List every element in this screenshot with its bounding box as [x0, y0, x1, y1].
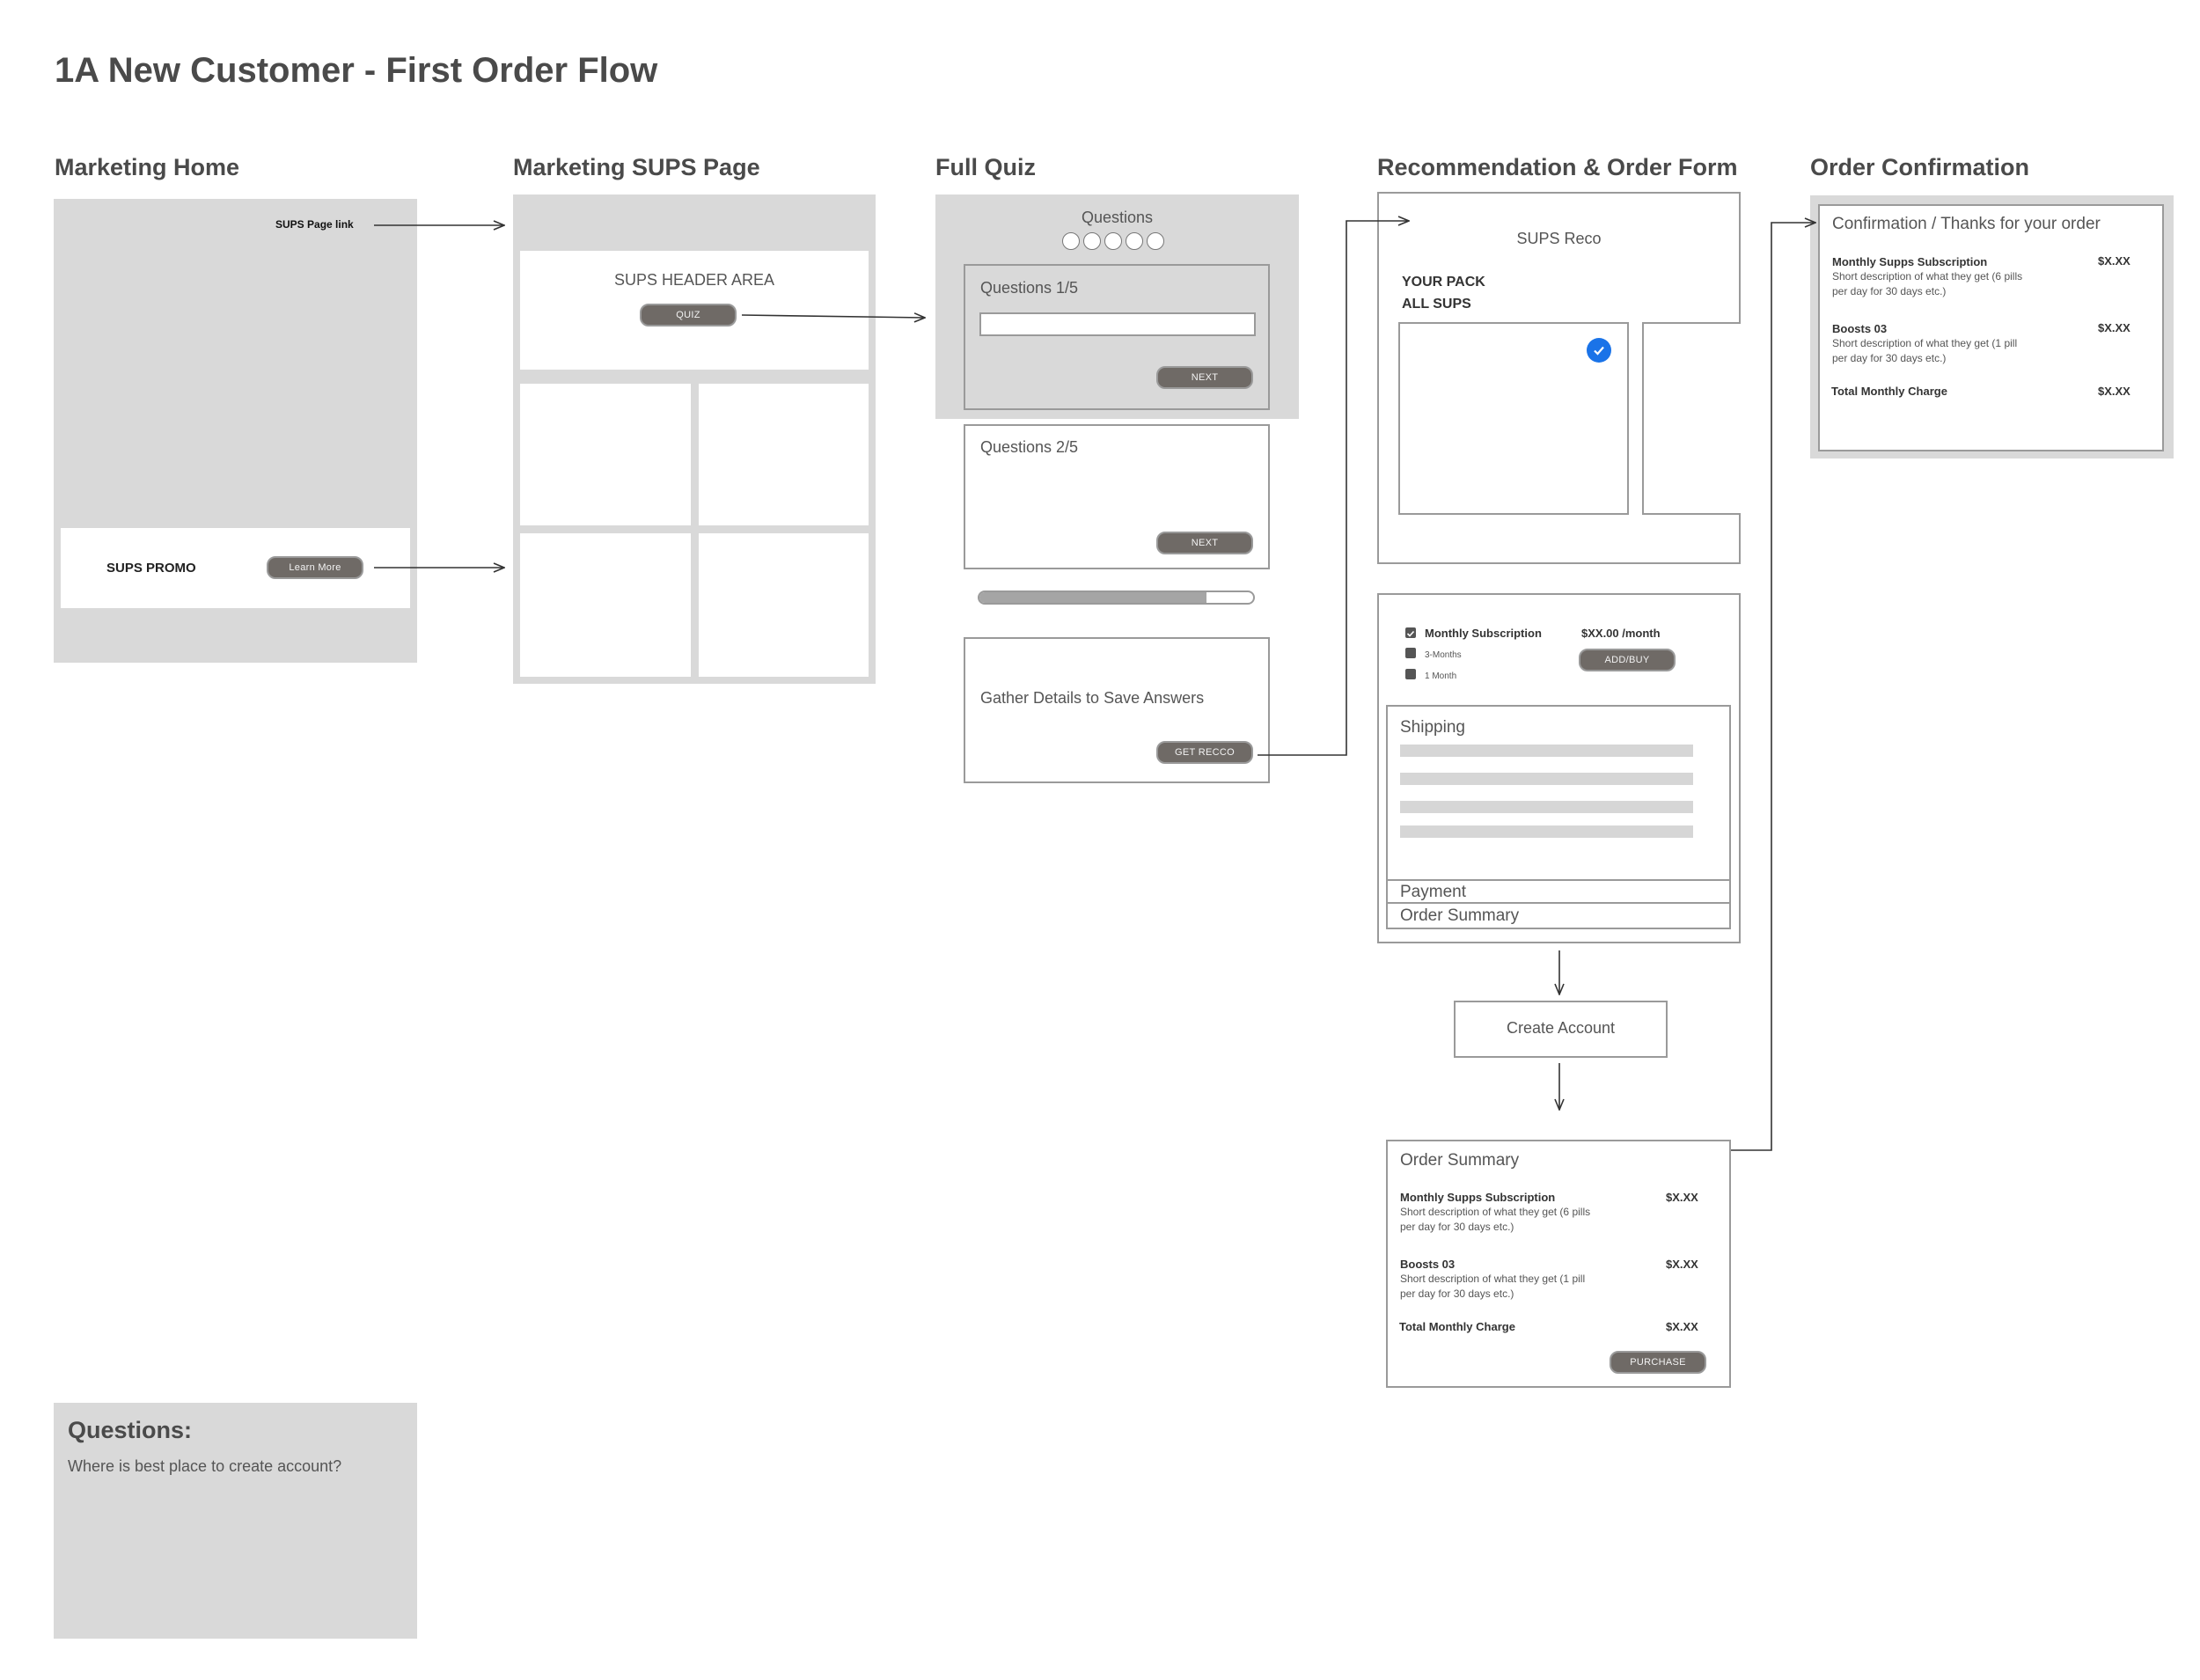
column-title-recommendation: Recommendation & Order Form — [1377, 154, 1738, 180]
progress-dot — [1062, 232, 1080, 250]
checkmark-icon — [1587, 338, 1611, 363]
shipping-field[interactable] — [1400, 773, 1693, 785]
summary-item1-price: $X.XX — [1666, 1191, 1698, 1204]
summary-item2-desc: Short description of what they get (1 pi… — [1400, 1273, 1586, 1285]
gather-details-label: Gather Details to Save Answers — [980, 689, 1205, 707]
page-title: 1A New Customer - First Order Flow — [55, 51, 658, 90]
content-tile — [699, 533, 869, 677]
question-1-input[interactable] — [979, 312, 1256, 336]
arrow-summary-to-confirmation — [1731, 223, 1815, 1151]
checkbox-checked-icon[interactable] — [1405, 627, 1416, 638]
order-summary-label: Order Summary — [1400, 906, 1520, 925]
sups-promo-label: SUPS PROMO — [106, 561, 196, 576]
shipping-field[interactable] — [1400, 801, 1693, 813]
reco-title: SUPS Reco — [1516, 230, 1602, 247]
order-summary-screen — [1386, 1140, 1731, 1388]
price-label: $XX.00 /month — [1581, 627, 1661, 640]
quiz-progress-dots — [1062, 232, 1177, 252]
confirm-item1-name: Monthly Supps Subscription — [1832, 255, 1988, 268]
column-title-confirmation: Order Confirmation — [1810, 154, 2030, 180]
column-title-marketing-home: Marketing Home — [55, 154, 240, 180]
confirm-item1-desc: per day for 30 days etc.) — [1832, 285, 1947, 297]
checkbox-icon[interactable] — [1405, 669, 1416, 679]
sups-header-label: SUPS HEADER AREA — [613, 271, 775, 289]
quiz-progress-fill — [979, 592, 1207, 603]
notes-text: Where is best place to create account? — [68, 1457, 342, 1475]
progress-dot — [1083, 232, 1101, 250]
content-tile — [699, 384, 869, 525]
shipping-section — [1386, 705, 1731, 881]
payment-label: Payment — [1400, 883, 1466, 901]
learn-more-button[interactable]: Learn More — [267, 556, 363, 579]
confirm-total-price: $X.XX — [2098, 385, 2130, 398]
get-recco-button[interactable]: GET RECCO — [1156, 741, 1253, 764]
confirmation-title: Confirmation / Thanks for your order — [1832, 215, 2101, 233]
content-tile — [520, 533, 691, 677]
summary-item2-price: $X.XX — [1666, 1258, 1698, 1271]
confirmation-card — [1818, 204, 2164, 451]
column-title-marketing-sups: Marketing SUPS Page — [513, 154, 760, 180]
purchase-button[interactable]: PURCHASE — [1610, 1351, 1706, 1374]
next-button[interactable]: NEXT — [1156, 532, 1253, 554]
checkbox-icon[interactable] — [1405, 648, 1416, 658]
sups-page-link[interactable]: SUPS Page link — [275, 218, 354, 231]
arrow-quiz-to-full-quiz — [741, 315, 925, 318]
confirm-item1-price: $X.XX — [2098, 254, 2130, 268]
summary-item1-name: Monthly Supps Subscription — [1400, 1191, 1556, 1204]
quiz-button[interactable]: QUIZ — [640, 304, 737, 326]
confirm-item1-desc: Short description of what they get (6 pi… — [1832, 270, 2023, 282]
order-summary-section[interactable] — [1386, 902, 1731, 929]
column-title-full-quiz: Full Quiz — [935, 154, 1036, 180]
pack-card[interactable] — [1642, 322, 1741, 515]
notes-panel — [54, 1403, 417, 1639]
arrow-recco-to-reco — [1258, 221, 1409, 756]
summary-item2-desc: per day for 30 days etc.) — [1400, 1288, 1514, 1300]
confirm-total-label: Total Monthly Charge — [1831, 385, 1947, 398]
question-2-label: Questions 2/5 — [980, 438, 1079, 456]
all-sups-label: ALL SUPS — [1402, 297, 1471, 312]
confirm-item2-name: Boosts 03 — [1832, 322, 1888, 335]
your-pack-label: YOUR PACK — [1402, 275, 1485, 290]
quiz-progress-bar — [978, 591, 1255, 605]
summary-item1-desc: per day for 30 days etc.) — [1400, 1221, 1514, 1233]
add-buy-button[interactable]: ADD/BUY — [1579, 649, 1676, 671]
order-summary-title: Order Summary — [1400, 1151, 1520, 1170]
progress-dot — [1104, 232, 1122, 250]
questions-label: Questions — [1081, 209, 1154, 226]
progress-dot — [1126, 232, 1143, 250]
create-account-label: Create Account — [1506, 1019, 1616, 1037]
summary-total-price: $X.XX — [1666, 1320, 1698, 1333]
progress-dot — [1147, 232, 1164, 250]
shipping-label: Shipping — [1400, 718, 1465, 737]
next-button[interactable]: NEXT — [1156, 366, 1253, 389]
summary-item2-name: Boosts 03 — [1400, 1258, 1456, 1271]
confirm-item2-desc: per day for 30 days etc.) — [1832, 352, 1947, 364]
confirm-item2-desc: Short description of what they get (1 pi… — [1832, 337, 2018, 349]
confirm-item2-price: $X.XX — [2098, 321, 2130, 334]
one-month-label: 1 Month — [1425, 671, 1457, 681]
shipping-field[interactable] — [1400, 825, 1693, 838]
question-1-label: Questions 1/5 — [980, 279, 1079, 297]
summary-total-label: Total Monthly Charge — [1399, 1320, 1515, 1333]
content-tile — [520, 384, 691, 525]
monthly-subscription-label: Monthly Subscription — [1425, 627, 1542, 640]
shipping-field[interactable] — [1400, 745, 1693, 757]
summary-item1-desc: Short description of what they get (6 pi… — [1400, 1206, 1591, 1218]
create-account-box[interactable] — [1454, 1001, 1668, 1058]
three-months-label: 3-Months — [1425, 650, 1462, 660]
notes-heading: Questions: — [68, 1417, 193, 1443]
